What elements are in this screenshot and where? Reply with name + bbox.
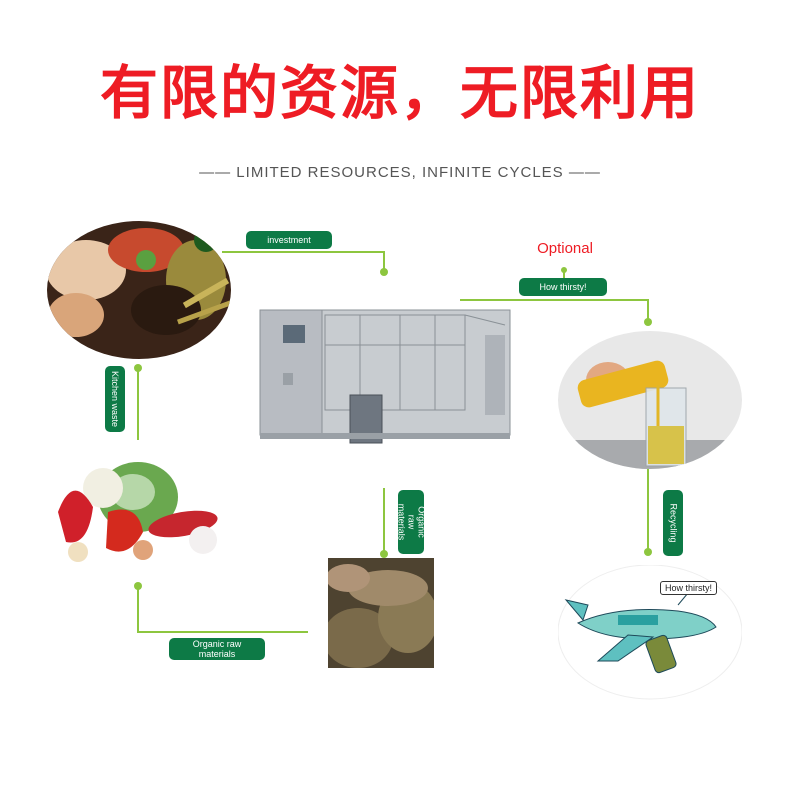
dot-recycling bbox=[644, 548, 652, 556]
dot-kitchen bbox=[134, 364, 142, 372]
kitchen-waste-pill: Kitchen waste bbox=[105, 366, 125, 432]
page-subtitle: —— LIMITED RESOURCES, INFINITE CYCLES —— bbox=[199, 164, 601, 181]
connector-organic-bottom bbox=[137, 586, 308, 633]
kitchen-waste-label: Kitchen waste bbox=[110, 370, 120, 428]
organic-raw-bottom-label: Organic raw materials bbox=[192, 639, 242, 659]
vegetables-photo bbox=[58, 462, 218, 562]
recycling-pill: Recycling bbox=[663, 490, 683, 556]
dot-optional bbox=[644, 318, 652, 326]
dot-investment bbox=[380, 268, 388, 276]
organic-raw-vertical-label: Organic raw materials bbox=[396, 503, 426, 541]
optional-label: Optional bbox=[537, 240, 593, 257]
page-title: 有限的资源，无限利用 bbox=[99, 59, 700, 127]
plane-speech-bubble: How thirsty! bbox=[660, 581, 718, 595]
oil-pouring-photo bbox=[558, 331, 742, 469]
recycling-label: Recycling bbox=[668, 503, 679, 543]
organic-raw-bottom-pill: Organic raw materials bbox=[169, 638, 265, 660]
food-waste-processing-machine bbox=[259, 309, 511, 444]
connector-optional bbox=[460, 299, 649, 322]
connector-investment bbox=[222, 251, 385, 272]
how-thirsty-pill: How thirsty! bbox=[519, 278, 607, 296]
kitchen-waste-photo bbox=[47, 221, 231, 359]
investment-pill: investment bbox=[246, 231, 332, 249]
organic-raw-vertical-pill: Organic raw materials bbox=[396, 490, 426, 554]
dot-bottom bbox=[134, 582, 142, 590]
plane-cartoon bbox=[558, 565, 742, 700]
organic-soil-photo bbox=[328, 558, 434, 668]
investment-label: investment bbox=[267, 235, 311, 245]
dot-organic bbox=[380, 550, 388, 558]
how-thirsty-label: How thirsty! bbox=[539, 282, 587, 292]
